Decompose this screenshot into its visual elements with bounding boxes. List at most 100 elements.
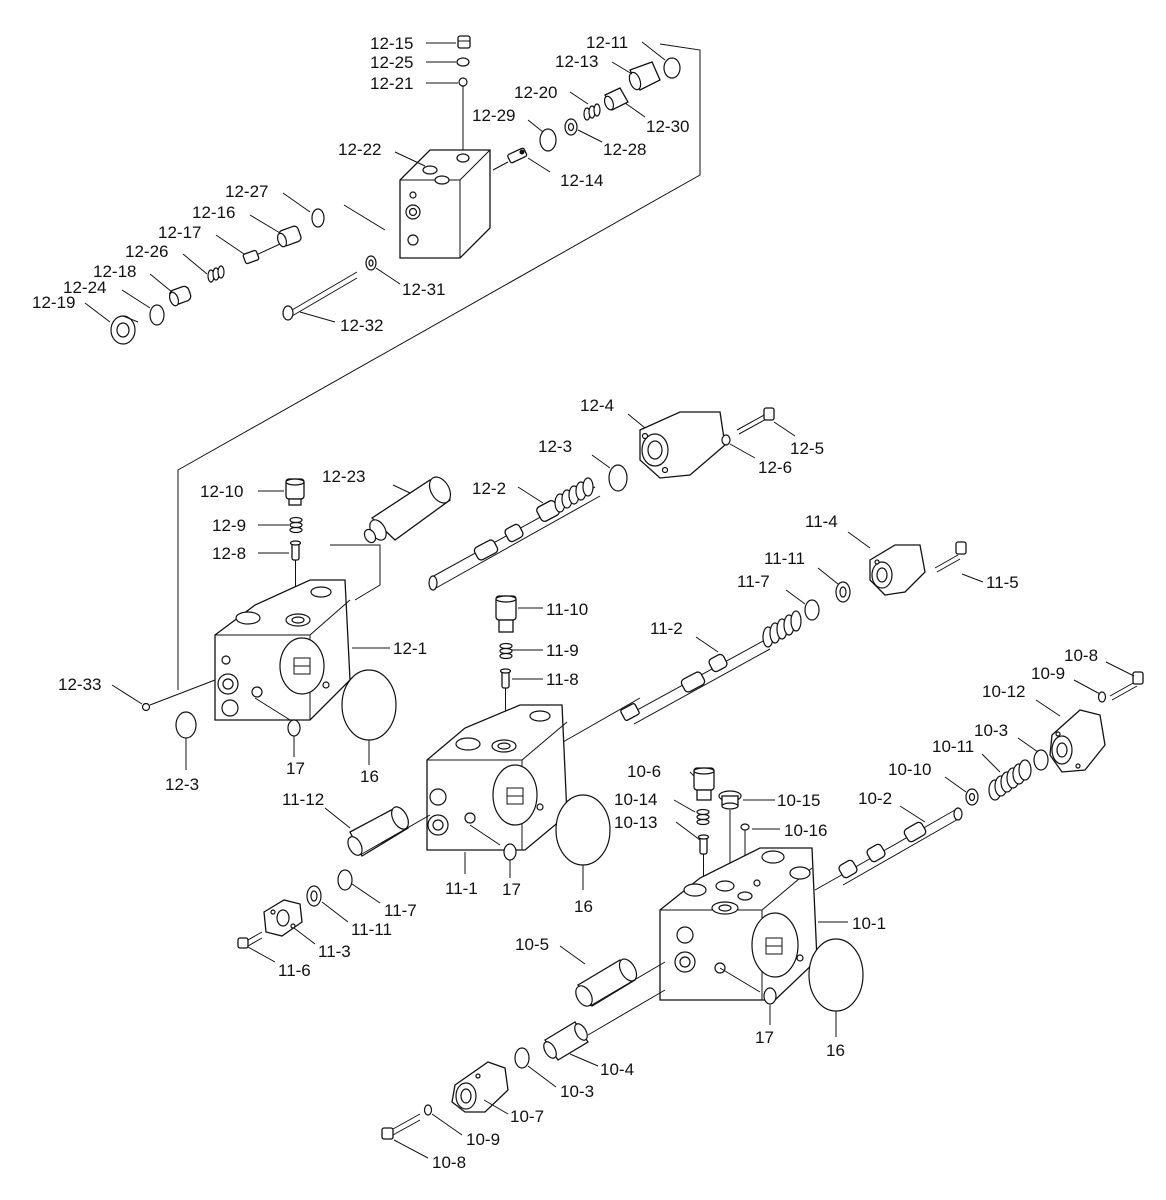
label-16-upper: 16	[360, 767, 379, 786]
spool-12-2-spring	[554, 477, 594, 513]
label-12-10: 12-10	[200, 482, 243, 501]
label-12-11: 12-11	[586, 33, 628, 52]
body-11-1	[426, 704, 568, 851]
plug-12-19	[110, 315, 139, 345]
label-12-6: 12-6	[758, 458, 792, 477]
piston-12-30	[603, 87, 629, 111]
cover-12-4	[639, 411, 726, 479]
label-12-3-bottom: 12-3	[165, 775, 199, 794]
cover-11-4	[869, 544, 926, 596]
label-12-29: 12-29	[472, 106, 515, 125]
label-10-8-top: 10-8	[1064, 646, 1098, 665]
label-12-32: 12-32	[340, 316, 383, 335]
label-12-1: 12-1	[393, 639, 427, 658]
label-11-6: 11-6	[278, 961, 311, 980]
ball-12-21	[458, 77, 468, 87]
o-ring-10-3-top	[1033, 749, 1049, 771]
section-11	[237, 541, 967, 949]
label-12-33: 12-33	[58, 675, 101, 694]
block-12-22	[399, 149, 491, 259]
label-12-8: 12-8	[212, 544, 246, 563]
o-ring-12-11	[663, 57, 681, 79]
label-10-10: 10-10	[888, 760, 931, 779]
label-17-upper: 17	[286, 759, 305, 778]
label-12-16: 12-16	[192, 203, 235, 222]
label-12-27: 12-27	[225, 182, 268, 201]
label-12-3-top: 12-3	[538, 437, 572, 456]
washer-12-31	[365, 255, 377, 271]
label-16-middle: 16	[574, 897, 593, 916]
label-11-8: 11-8	[546, 670, 579, 689]
label-10-3-top: 10-3	[974, 721, 1008, 740]
plug-12-15	[457, 35, 471, 49]
label-12-20: 12-20	[514, 83, 557, 102]
o-ring-16-upper	[341, 669, 397, 741]
o-ring-12-3-bottom	[175, 711, 197, 739]
label-12-22: 12-22	[338, 140, 381, 159]
spring-11-9	[499, 642, 513, 660]
label-10-13: 10-13	[614, 813, 657, 832]
label-11-3: 11-3	[318, 942, 351, 961]
label-12-26: 12-26	[125, 242, 168, 261]
label-10-4: 10-4	[600, 1060, 634, 1079]
label-11-11-top: 11-11	[764, 549, 805, 568]
spring-10-14	[696, 808, 710, 826]
spring-12-20	[583, 103, 601, 121]
o-ring-17-lower	[763, 987, 777, 1005]
label-10-3-bottom: 10-3	[560, 1082, 594, 1101]
leader-lines	[84, 41, 1135, 1159]
ring-12-29	[539, 128, 557, 152]
label-12-21: 12-21	[370, 74, 413, 93]
spool-11-2	[620, 610, 802, 725]
cover-10-7	[451, 1061, 509, 1113]
label-11-9: 11-9	[546, 641, 579, 660]
pin-12-8	[289, 540, 302, 600]
poppet-12-17	[242, 243, 281, 265]
label-11-10: 11-10	[546, 600, 588, 619]
label-12-28: 12-28	[603, 140, 646, 159]
label-12-30: 12-30	[646, 117, 689, 136]
label-11-1: 11-1	[445, 879, 478, 898]
bolt-12-32	[282, 271, 358, 321]
label-10-15: 10-15	[777, 791, 820, 810]
section-12-upper	[110, 35, 681, 345]
label-10-7: 10-7	[510, 1107, 544, 1126]
section-12-main	[141, 407, 775, 741]
section-10	[381, 671, 1144, 1140]
label-12-13: 12-13	[555, 52, 598, 71]
o-ring-12-27	[311, 208, 325, 228]
spring-10-11	[988, 759, 1032, 801]
label-12-25: 12-25	[370, 53, 413, 72]
o-ring-17-upper	[287, 719, 301, 737]
washer-12-6	[721, 434, 731, 446]
label-10-11: 10-11	[932, 737, 974, 756]
label-10-5: 10-5	[515, 935, 549, 954]
pin-10-13	[697, 834, 710, 882]
o-ring-12-25	[456, 57, 470, 67]
label-11-12: 11-12	[282, 790, 324, 809]
label-12-17: 12-17	[158, 223, 201, 242]
label-11-2: 11-2	[650, 619, 683, 638]
o-ring-11-7-top	[804, 599, 820, 621]
o-ring-11-7-bottom	[337, 869, 353, 891]
label-10-2: 10-2	[858, 789, 892, 808]
label-12-4: 12-4	[580, 396, 614, 415]
label-10-12: 10-12	[982, 682, 1025, 701]
label-10-9-top: 10-9	[1031, 664, 1065, 683]
cover-10-12	[1049, 709, 1106, 773]
label-10-16: 10-16	[784, 821, 827, 840]
label-10-14: 10-14	[614, 790, 657, 809]
part-labels: 12-15 12-25 12-21 12-11 12-13 12-20 12-2…	[32, 33, 1098, 1172]
bolt-10-8-bottom	[381, 1113, 421, 1140]
label-10-8-bottom: 10-8	[432, 1153, 466, 1172]
bolt-10-8-top	[1109, 671, 1144, 701]
spring-12-26	[207, 265, 225, 283]
label-10-6: 10-6	[627, 762, 661, 781]
label-12-2: 12-2	[472, 479, 506, 498]
bolt-12-5	[736, 407, 775, 435]
ring-11-11-bottom	[306, 885, 322, 907]
ring-11-11-top	[835, 581, 851, 603]
plug-12-10	[285, 478, 305, 506]
washer-12-28	[564, 118, 578, 136]
